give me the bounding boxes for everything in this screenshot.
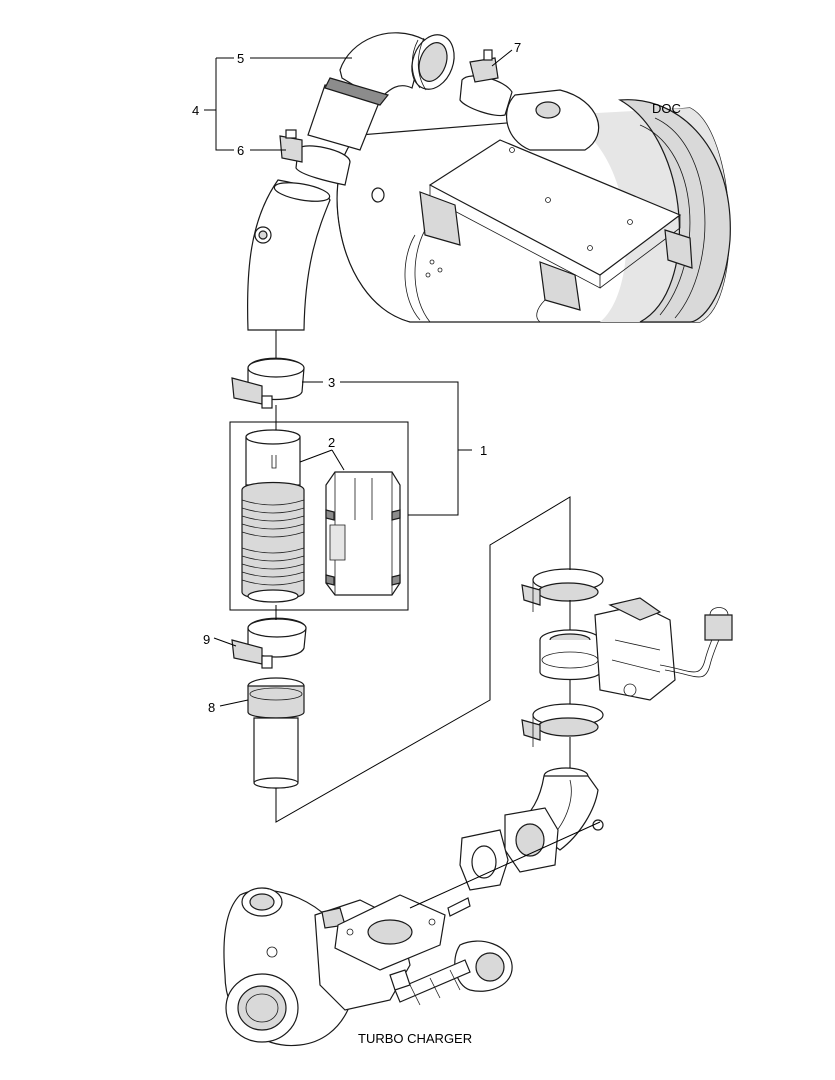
callout-8: 8 (208, 700, 215, 715)
callout-1: 1 (480, 443, 487, 458)
flex-pipe-kit (229, 421, 409, 611)
v-band-clamp-9 (231, 617, 307, 669)
callout-9: 9 (203, 632, 210, 647)
callout-5: 5 (237, 51, 244, 66)
egr-valve-assembly (459, 568, 733, 891)
v-band-clamp-doc (459, 49, 513, 117)
adapter-pipe (247, 677, 305, 789)
doc-label: DOC (652, 101, 681, 116)
doc-assembly (336, 89, 731, 323)
elbow-hose (307, 32, 455, 151)
callout-7: 7 (514, 40, 521, 55)
hose-clamp-upper (279, 129, 351, 186)
turbo-charger-label: TURBO CHARGER (358, 1031, 472, 1046)
callout-2: 2 (328, 435, 335, 450)
leader-lines (204, 49, 601, 909)
callout-6: 6 (237, 143, 244, 158)
callout-4: 4 (192, 103, 199, 118)
v-band-clamp-3 (231, 357, 305, 409)
callout-3: 3 (328, 375, 335, 390)
turbo-charger (223, 887, 513, 1047)
callout-labels: 1 2 3 4 5 6 7 8 9 DOC TURBO CHARGER (192, 40, 681, 1046)
inlet-bend-pipe (246, 179, 331, 331)
